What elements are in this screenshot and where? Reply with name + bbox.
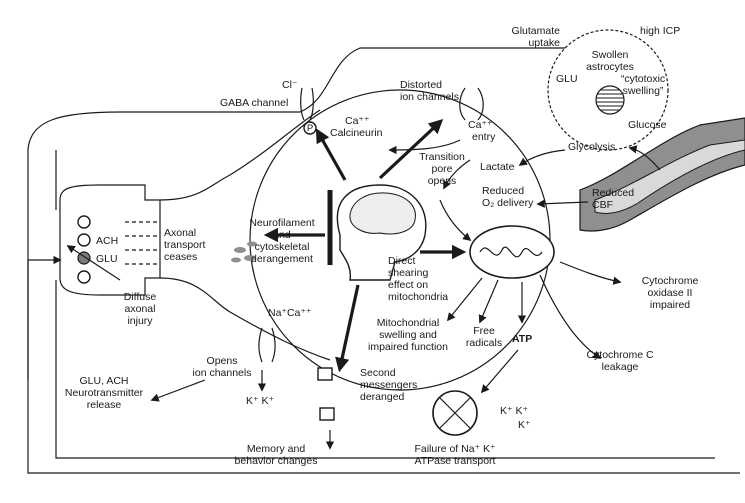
label-atp: ATP	[512, 333, 532, 345]
label-lactate: Lactate	[480, 161, 515, 173]
neurofilament-debris	[234, 247, 246, 253]
label-ca-entry: Ca⁺⁺entry	[468, 119, 496, 143]
second-messenger-receptor-2	[320, 408, 334, 420]
label-p-symbol: P	[307, 123, 313, 134]
arrow-transition-mito	[440, 200, 470, 240]
label-ca-calcineurin: Ca⁺⁺Calcineurin	[330, 115, 383, 139]
second-messenger-receptor	[318, 368, 332, 380]
arrow-to-calcineurin	[318, 132, 345, 180]
label-k-right-bottom: K⁺	[518, 419, 531, 431]
arrow-glycolysis-lactate	[520, 150, 565, 165]
brain-outline	[350, 193, 415, 234]
label-k-k-right: K⁺ K⁺	[500, 405, 528, 417]
label-k-k-left: K⁺ K⁺	[246, 395, 274, 407]
na-ca-channel-glyph	[259, 328, 275, 362]
label-glucose: Glucose	[628, 119, 667, 131]
label-glu-astro: GLU	[556, 73, 578, 85]
gaba-channel-glyph	[301, 88, 314, 120]
arrow-mito-cytochrome-oxidase	[560, 262, 620, 282]
label-failure-atpase: Failure of Na⁺ K⁺ATPase transport	[414, 443, 496, 467]
label-glycolysis: Glycolysis	[568, 141, 615, 153]
synapse-gap	[125, 222, 160, 264]
label-na-ca: Na⁺Ca⁺⁺	[268, 307, 312, 319]
arrow-mito-free-radicals	[480, 280, 498, 322]
label-high-icp: high ICP	[640, 25, 680, 37]
arrow-mito-cyt-c	[540, 275, 600, 358]
label-glu-terminal: GLU	[96, 253, 118, 265]
astrocyte-nucleus	[596, 86, 624, 114]
vesicle-empty	[78, 271, 90, 283]
arrow-mito-swelling	[448, 278, 482, 320]
arrow-to-second-messengers	[340, 285, 358, 368]
vesicle-ach	[78, 216, 90, 228]
arrow-release-left	[28, 260, 60, 380]
label-ach: ACH	[96, 235, 118, 247]
arrow-opens-left	[152, 380, 205, 400]
vesicle-ach-2	[78, 234, 90, 246]
neurofilament-debris-3	[231, 258, 241, 263]
label-cl-minus: Cl⁻	[282, 79, 298, 91]
arrow-calcineurin-back	[390, 140, 460, 150]
label-gaba-channel: GABA channel	[220, 97, 288, 109]
arrow-atp-pump	[482, 350, 518, 392]
